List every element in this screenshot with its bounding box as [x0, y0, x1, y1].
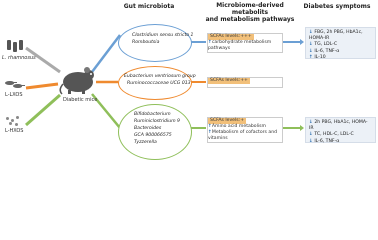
up-arrow-icon: ↑ — [208, 124, 212, 129]
symptom-bottom-2: ↓ TC, HDL-C, LDL-C — [309, 132, 354, 138]
down-arrow-icon: ↓ — [309, 132, 313, 138]
pill-icon — [6, 117, 9, 120]
up-arrow-icon: ↑ — [208, 40, 212, 45]
bacteria-bottom-4: GCA 900066575 — [134, 133, 172, 138]
symptoms-box-bottom: ↓ 2h PBG, HbA1c, HOMA-IR ↓ TC, HDL-C, LD… — [305, 117, 376, 144]
bacteria-top-2: Romboutsia — [132, 40, 160, 45]
down-arrow-icon: ↓ — [309, 30, 313, 35]
down-arrow-icon: ↓ — [309, 48, 313, 54]
up-arrow-icon: ↑ — [309, 54, 313, 60]
label-l-hxos: L-HXOS — [5, 128, 24, 134]
label-diabetic-mice: Diabetic mice — [63, 97, 98, 103]
metabolites-box-top: SCFAs levels:+++ ↑carbohydrate metabolis… — [207, 33, 283, 53]
bottle-icon — [13, 42, 17, 52]
pathway-bottom-1: ↑Amino acid metabolism — [208, 124, 266, 129]
metabolites-box-middle: SCFAs levels:++ — [207, 77, 283, 88]
header-metabolites: Microbiome-derived metabolits and metabo… — [205, 2, 295, 23]
pathway-top: ↑carbohydrate metabolism pathways — [208, 40, 272, 51]
symptom-bottom-1: ↓ 2h PBG, HbA1c, HOMA-IR — [309, 120, 368, 132]
bacteria-bottom-1: Bifidobacterium — [134, 112, 171, 117]
bacteria-middle-1: Eubacterium ventriosum group — [124, 74, 196, 79]
down-arrow-icon: ↓ — [309, 120, 313, 125]
diabetic-mouse-icon — [59, 67, 94, 95]
symptom-top-4: ↑ IL-10 — [309, 54, 326, 60]
pill-icon — [15, 123, 18, 126]
down-arrow-icon: ↓ — [309, 138, 313, 144]
header-gut-microbiota: Gut microbiota — [123, 3, 175, 10]
label-l-rhamnosus: L. rhamnosus — [2, 55, 36, 61]
pathway-bottom-2: ↑Metabolism of cofactors and vitamins — [208, 130, 278, 141]
symptoms-box-top: ↓ FBG, 2h PBG, HbA1c, HOMA-IR ↓ TG, LDL-… — [305, 27, 376, 60]
mini-mouse-icon — [13, 84, 25, 88]
microbiota-ellipse-top — [118, 24, 192, 62]
pill-icon — [16, 116, 19, 119]
symptom-top-1: ↓ FBG, 2h PBG, HbA1c, HOMA-IR — [309, 30, 363, 42]
microbiota-ellipse-middle — [118, 66, 192, 100]
scfa-level-bottom: SCFAs levels:+ — [208, 118, 247, 124]
bacteria-bottom-3: Bacteroides — [134, 126, 162, 131]
flow-arrows — [25, 34, 304, 131]
symptom-bottom-3: ↓ IL-6, TNF-α — [309, 138, 340, 144]
down-arrow-icon: ↓ — [309, 42, 313, 48]
header-diabetes-symptoms: Diabetes symptoms — [303, 3, 371, 10]
bacteria-top-1: Clostridium sensu stricto 1 — [132, 33, 194, 38]
bacteria-bottom-2: Ruminiclostridium 9 — [134, 119, 180, 124]
up-arrow-icon: ↑ — [208, 130, 212, 135]
pill-icon — [9, 122, 12, 125]
label-l-lxos: L-LXOS — [5, 92, 23, 98]
scfa-level-middle: SCFAs levels:++ — [208, 78, 250, 84]
pill-icon — [11, 119, 14, 122]
microbiota-ellipse-bottom — [118, 104, 192, 160]
mini-mouse-icon — [5, 81, 17, 85]
bottle-icon — [7, 40, 11, 50]
bacteria-bottom-5: Tyzzerella — [134, 140, 157, 145]
scfa-level-top: SCFAs levels:+++ — [208, 34, 254, 40]
symptom-top-2: ↓ TG, LDL-C — [309, 42, 338, 48]
symptom-top-3: ↓ IL-6, TNF-α — [309, 48, 340, 54]
bottle-icon — [19, 40, 23, 50]
bacteria-middle-2: Ruminococcaceae UCG 013 — [127, 81, 191, 86]
metabolites-box-bottom: SCFAs levels:+ ↑Amino acid metabolism ↑M… — [207, 117, 283, 143]
